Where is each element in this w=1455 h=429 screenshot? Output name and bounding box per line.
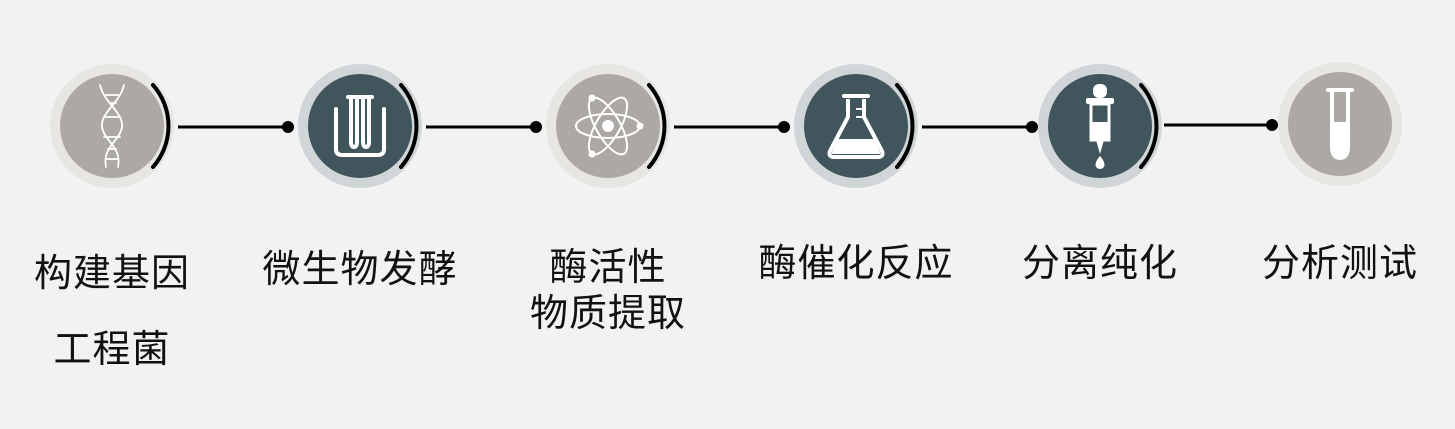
step-6-disc [1288, 72, 1392, 176]
step-5-disc [1048, 74, 1152, 178]
step-4-label-line-1: 酶催化反应 [758, 241, 954, 285]
connector-dot-4 [1026, 121, 1038, 133]
dna-icon [99, 84, 125, 168]
step-5-label: 分离纯化 [980, 238, 1220, 288]
step-3-label-line-2: 物质提取 [529, 291, 686, 335]
connector-dot-5 [1266, 119, 1278, 131]
step-3-arc [647, 83, 667, 169]
step-4-disc [804, 74, 908, 178]
flask-icon [827, 94, 885, 159]
step-1-label-line-2: 工程菌 [53, 327, 171, 371]
step-6-label-line-1: 分析测试 [1261, 241, 1418, 285]
step-4-label: 酶催化反应 [736, 238, 976, 288]
connector-dot-1 [282, 121, 294, 133]
step-1-disc [60, 74, 164, 178]
step-1-label: 构建基因 工程菌 [0, 248, 232, 374]
test-tubes-icon [334, 95, 386, 157]
connector-dot-3 [778, 121, 790, 133]
step-6-ring [1278, 62, 1402, 186]
step-5-label-line-1: 分离纯化 [1021, 241, 1178, 285]
step-2-label: 微生物发酵 [240, 244, 480, 294]
step-4-ring [794, 64, 918, 188]
step-2-label-line-1: 微生物发酵 [262, 247, 458, 291]
step-4-arc [895, 83, 915, 169]
step-3-label: 酶活性 物质提取 [488, 244, 728, 336]
step-3-label-line-1: 酶活性 [549, 245, 667, 289]
atom-icon [575, 94, 644, 158]
step-2-disc [308, 74, 412, 178]
dropper-icon [1086, 84, 1114, 169]
step-1-label-line-1: 构建基因 [33, 251, 190, 295]
step-3-disc [556, 74, 660, 178]
connector-dot-2 [530, 121, 542, 133]
test-tube-icon [1326, 88, 1354, 161]
step-5-arc [1139, 83, 1159, 169]
step-1-arc [151, 83, 171, 169]
step-6-label: 分析测试 [1220, 238, 1455, 288]
step-2-arc [399, 83, 419, 169]
